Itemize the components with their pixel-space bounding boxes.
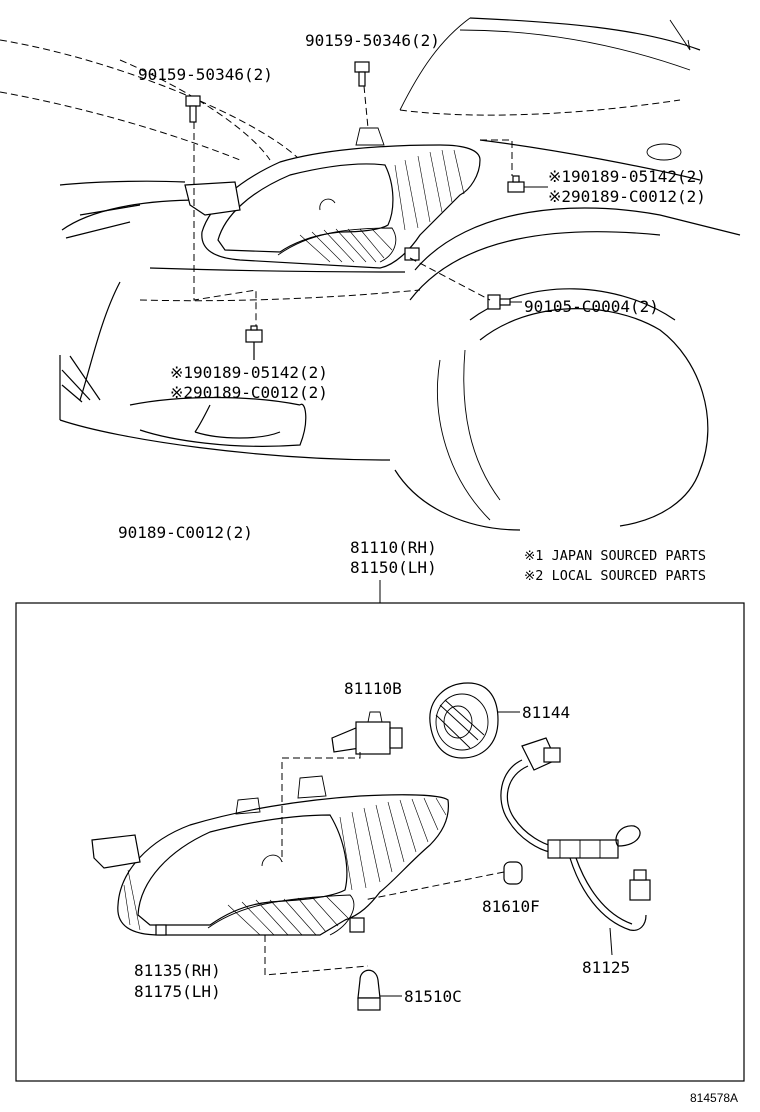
headlamp-bulb-icon [331, 711, 403, 755]
guide-amber-bulb [264, 935, 369, 976]
bolt-right-lower-icon [487, 294, 511, 310]
label-bulb: 81110B [344, 679, 402, 698]
guide-screw-right [480, 139, 513, 176]
label-screw-left-japan: ※190189-05142(2) [170, 363, 328, 382]
label-bolt-upper-left: 90159-50346(2) [138, 65, 273, 84]
label-bolt-right-lower: 90105-C0004(2) [524, 297, 659, 316]
bolt-upper-left-icon [185, 95, 201, 123]
label-wire: 81125 [582, 958, 630, 977]
note-japan-sourced: ※1 JAPAN SOURCED PARTS [524, 548, 706, 564]
label-socket-bulb: 81610F [482, 897, 540, 916]
label-screw-left-local: ※290189-C0012(2) [170, 383, 328, 402]
guide-bolt-left [193, 122, 257, 326]
amber-bulb-icon [357, 969, 381, 1011]
label-screw-right-local: ※290189-C0012(2) [548, 187, 706, 206]
guide-bolt-center [363, 85, 369, 129]
label-cover: 81144 [522, 703, 570, 722]
socket-bulb-icon [503, 861, 523, 885]
label-amber-bulb: 81510C [404, 987, 462, 1006]
label-unit-lh: 81175(LH) [134, 982, 221, 1001]
vehicle-body-outline [0, 17, 741, 531]
guide-bulb [281, 752, 361, 862]
label-assy-lh: 81150(LH) [350, 558, 437, 577]
screw-right-icon [507, 175, 525, 193]
drawing-code: 814578A [690, 1091, 738, 1105]
bulb-cover-icon [429, 682, 499, 759]
label-screw-plain: 90189-C0012(2) [118, 523, 253, 542]
exploded-view-frame [15, 602, 745, 1082]
headlamp-unit [91, 775, 450, 936]
bolt-upper-center-icon [354, 61, 370, 87]
wire-harness-icon [500, 737, 651, 931]
label-screw-right-japan: ※190189-05142(2) [548, 167, 706, 186]
label-unit-rh: 81135(RH) [134, 961, 221, 980]
guide-bolt-right [409, 257, 491, 301]
label-assy-rh: 81110(RH) [350, 538, 437, 557]
headlamp-installed [184, 127, 481, 269]
screw-left-icon [245, 325, 263, 360]
note-local-sourced: ※2 LOCAL SOURCED PARTS [524, 568, 706, 584]
label-bolt-upper-center: 90159-50346(2) [305, 31, 440, 50]
